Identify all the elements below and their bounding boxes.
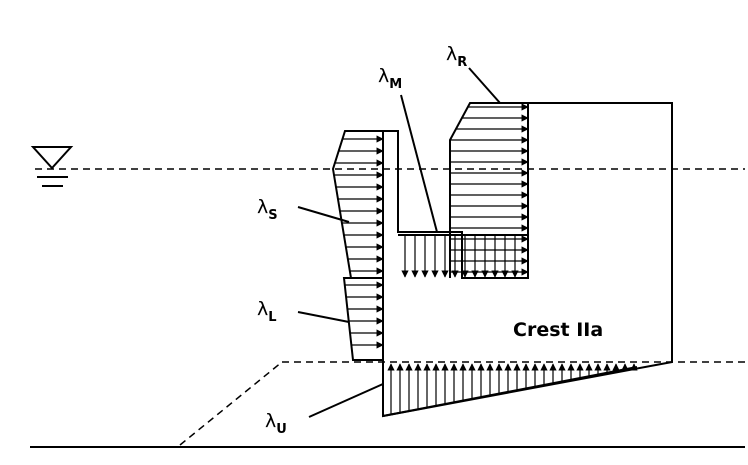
- pressure-outline: [331, 130, 383, 279]
- pressure-diagram-u: [382, 363, 638, 417]
- pressure-diagram-m: [398, 234, 528, 278]
- label-lambda-r: λR: [446, 43, 467, 70]
- crest-structure: [382, 102, 673, 418]
- label-lambda-s: λS: [257, 196, 278, 223]
- pressure-outline: [382, 366, 638, 417]
- label-lambda-l: λL: [257, 298, 277, 325]
- label-lambda-u: λU: [265, 410, 287, 437]
- pressure-diagram-l: [342, 277, 384, 361]
- label-lambda-m: λM: [378, 65, 402, 92]
- pressure-diagram-s: [331, 130, 384, 279]
- pressure-outline: [342, 277, 383, 361]
- structure-label: Crest IIa: [513, 319, 603, 341]
- leader-lines: [297, 67, 501, 418]
- water-level-icon: [30, 146, 74, 187]
